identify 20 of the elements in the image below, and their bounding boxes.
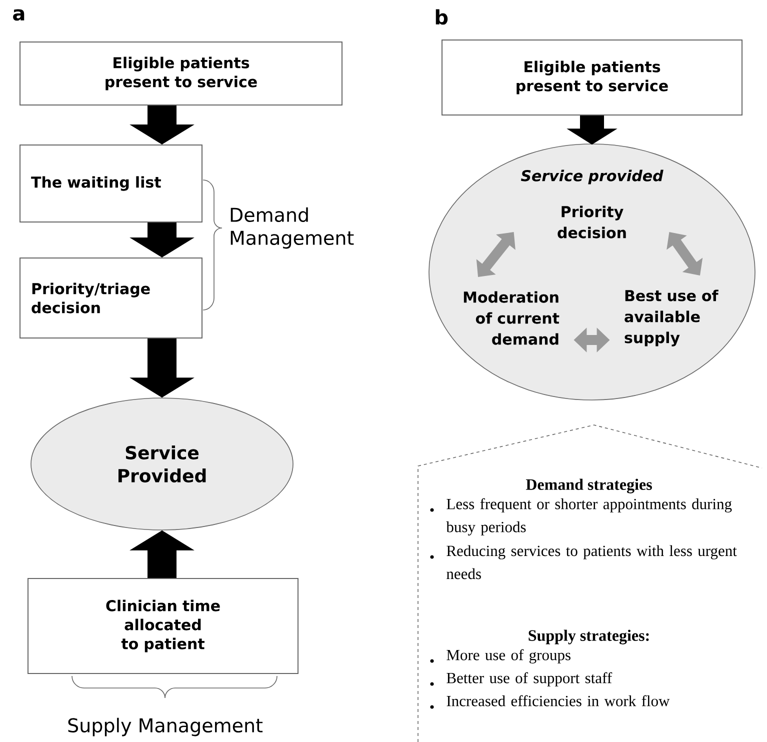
strategy-heading: Supply strategies: xyxy=(528,630,649,644)
process-box: Eligible patients present to service xyxy=(20,42,342,106)
node-text: Priority decision xyxy=(558,206,626,238)
arrow xyxy=(666,232,703,276)
node-text: Moderation of current demand xyxy=(464,291,560,345)
bullet-item: Less frequent or shorter appointments during busy periods xyxy=(430,498,732,536)
process-box: Clinician time allocated to patient xyxy=(28,578,298,674)
process-box: Eligible patients present to service xyxy=(442,40,742,116)
bracket-label: Supply Management xyxy=(68,718,263,736)
bracket-label: Demand Management xyxy=(230,207,354,249)
process-box: Priority/triage decision xyxy=(20,258,202,338)
strategy-heading: Demand strategies xyxy=(526,478,652,494)
process-box: The waiting list xyxy=(20,144,202,222)
bullet-item: Better use of support staff xyxy=(430,672,612,686)
bullet-item: More use of groups xyxy=(430,649,570,664)
node-text: Best use of available supply xyxy=(624,290,718,346)
bullet-item: Reducing services to patients with less urgent needs xyxy=(430,545,737,580)
panel-letter: b xyxy=(436,9,448,25)
panel-letter: a xyxy=(13,9,24,21)
bullet-item: Increased efficiencies in work flow xyxy=(430,695,670,709)
